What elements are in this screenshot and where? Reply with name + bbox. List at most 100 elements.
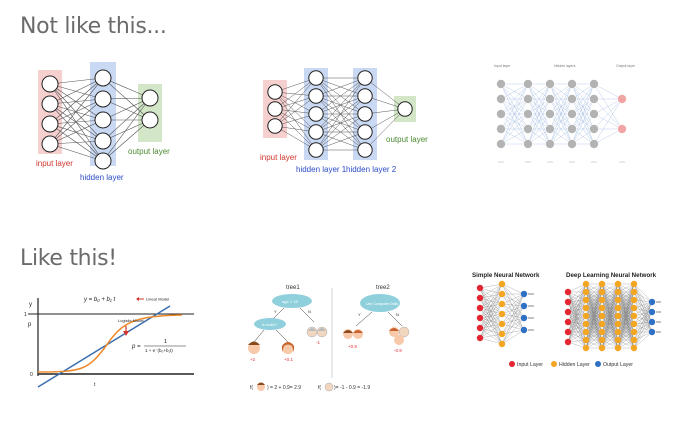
connection-edge xyxy=(479,337,503,345)
connection-edge xyxy=(601,283,619,317)
hidden-b-node xyxy=(545,139,555,149)
connection-edge xyxy=(102,98,151,121)
connection-edge xyxy=(527,83,551,145)
connection-edge xyxy=(549,98,573,145)
connection-edge xyxy=(633,299,653,323)
connection-edge xyxy=(501,283,525,295)
deep-hidden-2-node xyxy=(598,328,606,336)
connection-edge xyxy=(601,283,619,309)
deep-hidden-2-node xyxy=(598,336,606,344)
p-label: p xyxy=(28,322,32,328)
tree1-root-node xyxy=(272,294,312,308)
hidden2-node xyxy=(357,142,373,158)
hidden-layer-label: hidden layer xyxy=(80,173,124,182)
hidden-node xyxy=(94,111,112,129)
hidden2-node xyxy=(357,124,373,140)
deep-hidden-1-node xyxy=(582,304,590,312)
family-faces-icon-2 xyxy=(389,326,410,345)
deep-hidden-3-node xyxy=(614,288,622,296)
tree1-leaf-value-3: -1 xyxy=(316,340,320,345)
hidden-node xyxy=(94,90,112,108)
hidden-layer-1-label: hidden layer 1 xyxy=(296,165,347,174)
connection-edge xyxy=(102,77,151,121)
connection-edge xyxy=(567,291,587,333)
deep-hidden-3-node xyxy=(614,336,622,344)
hidden-layer-2-label: hidden layer 2 xyxy=(346,165,397,174)
connection-edge xyxy=(500,83,529,130)
deep-hidden-4-node xyxy=(630,336,638,344)
legend-swatch xyxy=(551,361,557,367)
connection-edge xyxy=(567,315,587,343)
connection-edge xyxy=(633,311,653,349)
tree-ensemble-diagram: tree1 tree2 age < 15 Y N is male? +2 +0.… xyxy=(248,285,410,392)
connection-edge xyxy=(274,77,317,127)
connection-edge xyxy=(585,283,603,301)
tree2-root-text: Use Computer Daily xyxy=(366,302,398,306)
connection-edge xyxy=(479,323,503,339)
hidden-b-node xyxy=(545,94,555,104)
connection-edge xyxy=(571,98,595,145)
connection-edge xyxy=(102,97,151,142)
legend-label: Output Layer xyxy=(603,362,633,368)
connection-edge xyxy=(274,108,317,151)
connection-edge xyxy=(501,293,525,325)
connection-edge xyxy=(501,293,525,345)
connection-edge xyxy=(633,291,653,333)
connection-edge xyxy=(501,305,525,315)
connection-edge xyxy=(617,323,635,349)
deep-hidden-4-node xyxy=(630,304,638,312)
connection-edge xyxy=(500,83,529,115)
connection-edge xyxy=(585,283,603,317)
deep-hidden-2-node xyxy=(598,280,606,288)
simple-output-node xyxy=(520,326,528,334)
connection-edge xyxy=(501,317,525,335)
deep-network-title: Deep Learning Neural Network xyxy=(566,272,657,279)
connection-edge xyxy=(633,331,653,341)
deep-output-node xyxy=(648,328,656,336)
deep-hidden-1-node xyxy=(582,336,590,344)
connection-edge xyxy=(633,291,653,313)
connection-edge xyxy=(567,323,587,343)
connection-edge xyxy=(102,119,151,142)
hidden-b-node xyxy=(545,109,555,119)
hidden-c-node xyxy=(567,139,577,149)
connection-edge xyxy=(567,283,587,303)
family-faces-icon xyxy=(306,326,328,338)
input-node xyxy=(496,79,506,89)
tree1-title: tree1 xyxy=(286,285,300,291)
connection-edge xyxy=(633,283,653,323)
connection-edge xyxy=(567,321,587,349)
deep-hidden-4-node xyxy=(630,280,638,288)
connection-edge xyxy=(527,98,551,145)
connection-edge xyxy=(633,301,653,333)
connection-edge xyxy=(501,303,525,331)
input-node xyxy=(267,84,283,100)
connection-edge xyxy=(567,331,587,343)
connection-edge xyxy=(593,83,623,100)
input-node xyxy=(496,109,506,119)
connection-edge xyxy=(315,77,366,133)
input-node xyxy=(267,118,283,134)
hidden-c-node xyxy=(567,94,577,104)
deep-hidden-4-node xyxy=(630,328,638,336)
connection-edge xyxy=(315,77,366,115)
hidden1-node xyxy=(308,70,324,86)
connection-edge xyxy=(633,301,653,341)
tree2-root-node xyxy=(360,294,400,312)
input-layer-caption: Input layer xyxy=(494,64,511,68)
connection-edge xyxy=(633,321,653,341)
connection-edge xyxy=(49,140,104,145)
connection-edge xyxy=(585,331,603,349)
input-node xyxy=(41,115,59,133)
tree1-no-label: N xyxy=(308,309,311,314)
deep-hidden-1-node xyxy=(582,320,590,328)
hidden-d-node xyxy=(589,124,599,134)
tree1-yes-label: Y xyxy=(274,309,277,314)
connection-edge xyxy=(501,317,525,325)
deep-hidden-2-node xyxy=(598,312,606,320)
connection-edge xyxy=(617,315,635,349)
deep-hidden-3-node xyxy=(614,344,622,352)
hidden1-node xyxy=(308,142,324,158)
input-node xyxy=(496,139,506,149)
connection-edge xyxy=(567,307,587,343)
